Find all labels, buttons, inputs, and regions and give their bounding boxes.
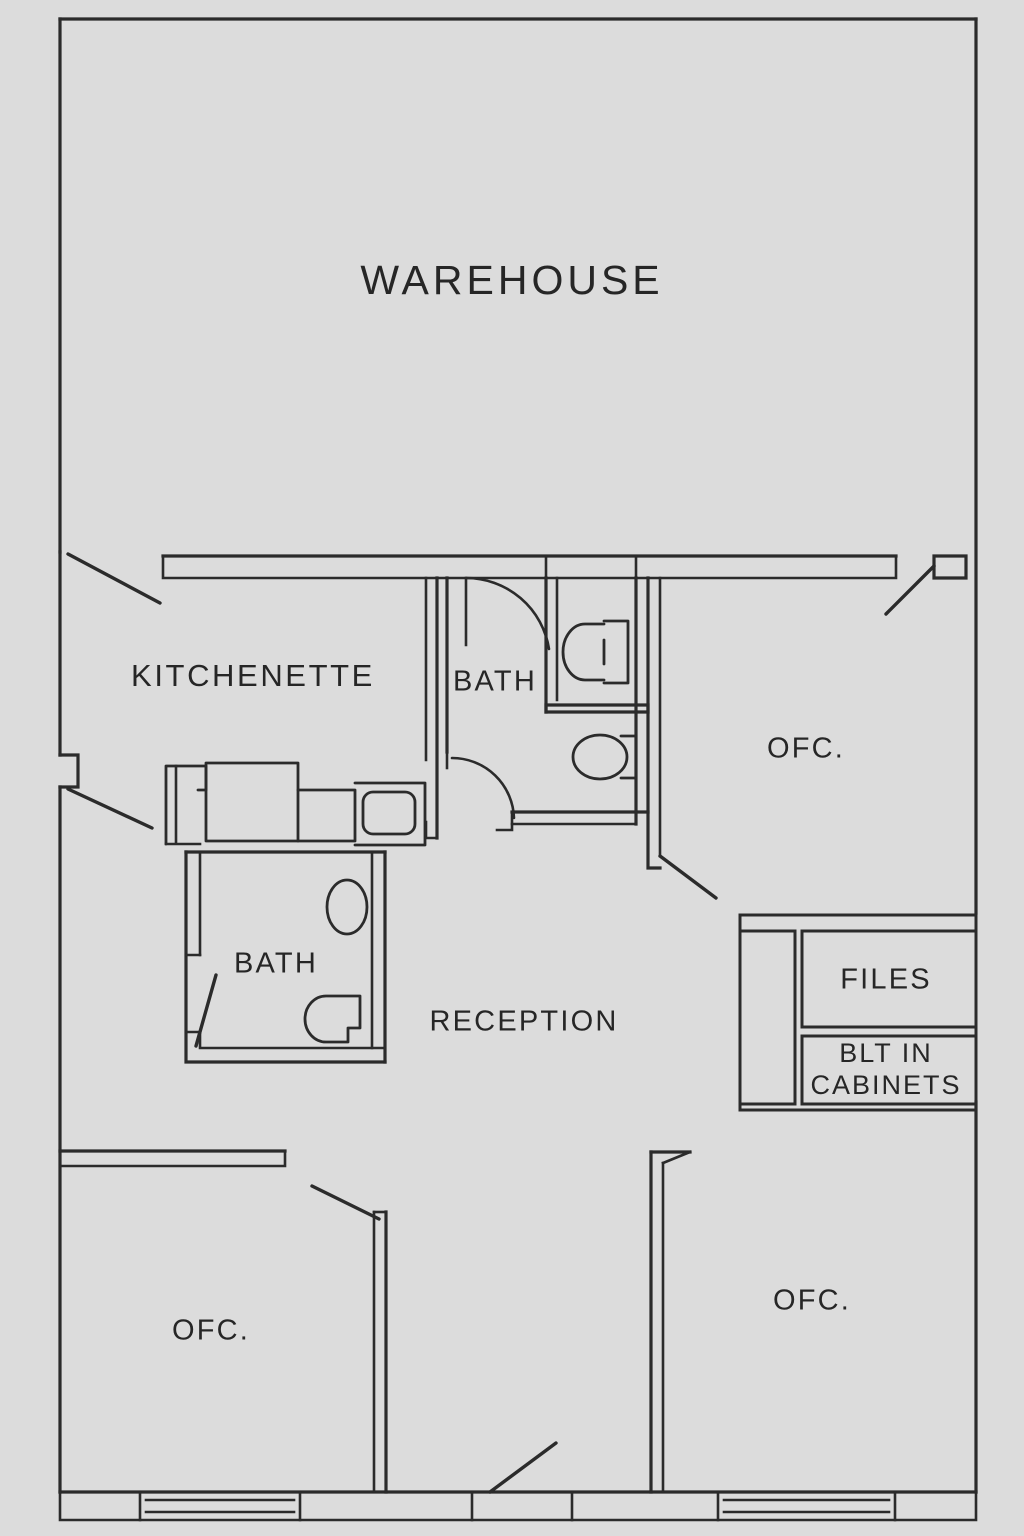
door-swing-right-upper: [884, 564, 936, 616]
exterior-wall-left-jamb: [58, 753, 80, 789]
room-label-ofc-lower-left: OFC.: [172, 1315, 250, 1347]
upper-bath-walls: [445, 576, 650, 832]
window-glazing-1: [144, 1498, 296, 1514]
door-swing-left-lower: [66, 787, 154, 830]
files-compartment: [800, 929, 978, 1029]
door-swing-lower-left-office: [310, 1184, 381, 1221]
exterior-wall-bottom: [58, 1490, 978, 1522]
lavatory-oval-lower: [325, 878, 369, 936]
room-label-bath-upper: BATH: [453, 666, 537, 698]
upper-bath-fixtures: [561, 619, 638, 781]
office-lr-partition-angle: [661, 1150, 692, 1165]
room-label-ofc-upper-right: OFC.: [767, 733, 845, 765]
door-arc-upper-bath-side: [450, 756, 516, 820]
door-swing-upper-right-office: [658, 854, 718, 900]
counter-left-edge: [164, 764, 202, 846]
warehouse-divider-wall: [161, 554, 968, 580]
casework-group: [738, 913, 978, 1112]
room-label-reception: RECEPTION: [430, 1006, 619, 1038]
kitchenette-walls: [424, 576, 439, 840]
office-ur-wall-left-outer: [646, 576, 662, 870]
door-swing-lower-bath: [194, 973, 218, 1048]
door-swings: [66, 552, 936, 1494]
lower-bath-wall-outer: [184, 850, 387, 1064]
door-opening-right-wall: [932, 554, 968, 580]
room-label-bath-lower: BATH: [234, 948, 318, 980]
kitchen-counter-segment: [296, 788, 357, 843]
lavatory-oval-upper: [571, 733, 629, 781]
casework-outer-frame: [738, 913, 978, 1112]
lower-bath-fixtures: [303, 878, 369, 1044]
toilet-bowl-upper: [561, 622, 606, 682]
upper-bath-partition-ledge: [544, 703, 650, 714]
counter-return-left: [164, 764, 208, 846]
door-swing-lower-center: [488, 1441, 558, 1494]
window-glazing-2: [722, 1498, 891, 1514]
casework-label-files: FILES: [840, 964, 932, 996]
kitchen-sink-counter: [353, 781, 427, 847]
casework-label-cabinets: CABINETS: [810, 1070, 961, 1100]
kitchen-appliance-refrigerator: [204, 761, 300, 843]
office-ll-wall-top-inner: [58, 1149, 287, 1168]
lower-right-office-walls: [649, 1150, 692, 1494]
toilet-tank-upper: [602, 619, 630, 685]
kitchen-sink-basin: [361, 790, 417, 836]
lower-left-office-walls: [58, 1149, 388, 1494]
divider-wall-inner: [161, 554, 898, 580]
room-label-ofc-lower-right: OFC.: [773, 1285, 851, 1317]
door-swing-left-upper: [66, 552, 162, 605]
room-label-warehouse: WAREHOUSE: [360, 257, 663, 303]
upper-bath-jamb-bottom: [495, 810, 514, 832]
upper-right-office-walls: [646, 576, 662, 870]
room-labels: WAREHOUSE KITCHENETTE BATH OFC. BATH REC…: [131, 257, 851, 1347]
lavatory-vanity-upper: [619, 734, 638, 780]
casework-labels: FILES BLT IN CABINETS: [810, 964, 961, 1100]
room-label-kitchenette: KITCHENETTE: [131, 658, 375, 693]
exterior-wall-bottom-inner: [58, 1490, 978, 1522]
door-arc-upper-bath-top: [464, 576, 551, 651]
kitchen-counter-group: [164, 761, 427, 847]
blt-in-cabinets-compartment: [800, 1034, 978, 1106]
toilet-lower: [303, 994, 362, 1044]
lower-bath-wall-inner-bottom: [198, 1030, 387, 1050]
building-outline: [58, 17, 978, 1494]
casework-label-blt-in: BLT IN: [839, 1038, 933, 1068]
casework-left-column: [740, 929, 797, 1106]
kitchenette-wall-right-foot: [424, 820, 439, 840]
